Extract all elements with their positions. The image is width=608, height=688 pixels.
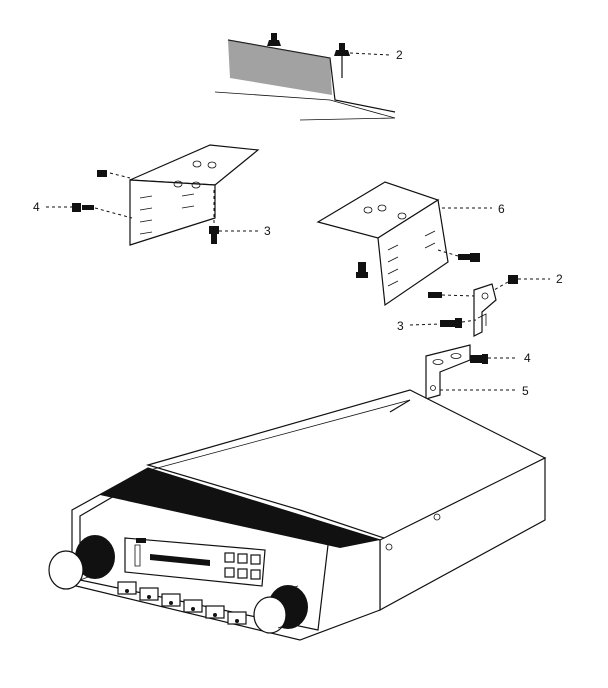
callout-bracket-right: 6	[442, 202, 505, 216]
bolt-tab-left	[440, 318, 477, 328]
preset-keys	[117, 581, 247, 625]
callout-bolt-right-label: 3	[397, 319, 404, 333]
callout-plate-right-label: 5	[522, 384, 529, 398]
nut-plate-right	[470, 354, 488, 364]
nut-bolt-left	[72, 203, 133, 219]
screw-top-right	[334, 43, 350, 78]
knob-left	[48, 535, 115, 590]
knob-right	[253, 585, 308, 634]
callout-nut-left: 4	[33, 200, 72, 214]
screw-tab-right	[493, 275, 518, 291]
callout-nut-right: 4	[488, 351, 531, 365]
callout-nut-right-label: 4	[524, 351, 531, 365]
callout-bracket-right-label: 6	[498, 202, 505, 216]
radio-unit	[71, 389, 547, 641]
bracket-right	[316, 181, 449, 307]
callout-screw-top: 2	[349, 48, 403, 62]
bolt-bracket-right-low	[428, 292, 475, 298]
callout-nut-left-label: 4	[33, 200, 40, 214]
dashboard-panel	[214, 39, 396, 121]
bolt-bracket-right-bottom	[356, 262, 368, 278]
bracket-left	[129, 144, 260, 246]
callout-bolt-left: 3	[219, 224, 271, 238]
bolt-bracket-left-bottom	[209, 190, 219, 244]
callout-bolt-left-label: 3	[264, 224, 271, 238]
callout-bolt-right: 3	[397, 319, 441, 333]
callout-screw-top-label: 2	[396, 48, 403, 62]
bolt-bracket-right-side	[437, 249, 480, 262]
callout-plate-right: 5	[440, 384, 529, 398]
callout-screw-right: 2	[518, 272, 563, 286]
tab-bracket	[473, 283, 497, 337]
screw-top-left	[267, 33, 281, 46]
slotted-plate	[425, 344, 471, 400]
screw-bracket-left-top	[97, 170, 131, 179]
callout-screw-right-label: 2	[556, 272, 563, 286]
